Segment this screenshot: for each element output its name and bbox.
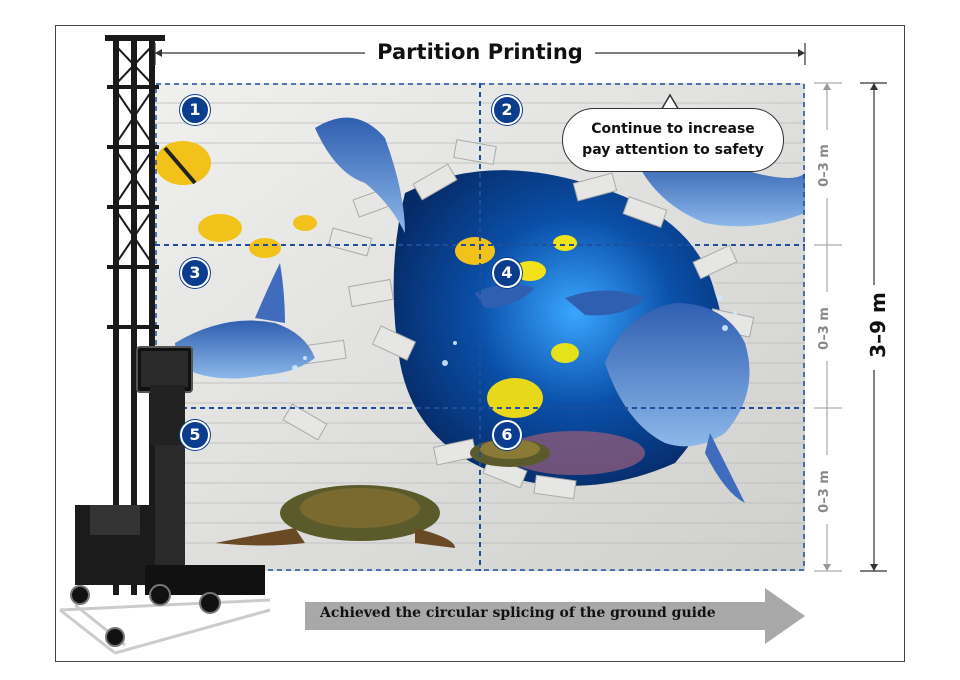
wall-printer-machine [59, 35, 271, 655]
zone-badge-6: 6 [492, 420, 522, 450]
title-text: Partition Printing [365, 40, 595, 64]
segment-label-bottom: 0–3 m [816, 470, 832, 513]
zone-badge-5: 5 [180, 420, 210, 450]
ground-guide-arrow [305, 588, 805, 644]
height-dimension-lines [814, 82, 887, 572]
figure-frame [55, 25, 905, 662]
mural-artwork [155, 83, 805, 571]
callout-line-1: Continue to increase [591, 121, 755, 137]
safety-callout: Continue to increase pay attention to sa… [562, 108, 784, 172]
ground-guide-caption: Achieved the circular splicing of the gr… [320, 605, 716, 621]
total-height-label: 3–9 m [865, 292, 890, 358]
segment-label-top: 0–3 m [816, 144, 832, 187]
zone-badge-4: 4 [492, 258, 522, 288]
partition-printing-title: Partition Printing [0, 40, 960, 64]
zone-badge-1: 1 [180, 95, 210, 125]
segment-label-middle: 0–3 m [816, 307, 832, 350]
callout-line-2: pay attention to safety [582, 142, 764, 158]
zone-badge-2: 2 [492, 95, 522, 125]
zone-badge-3: 3 [180, 258, 210, 288]
